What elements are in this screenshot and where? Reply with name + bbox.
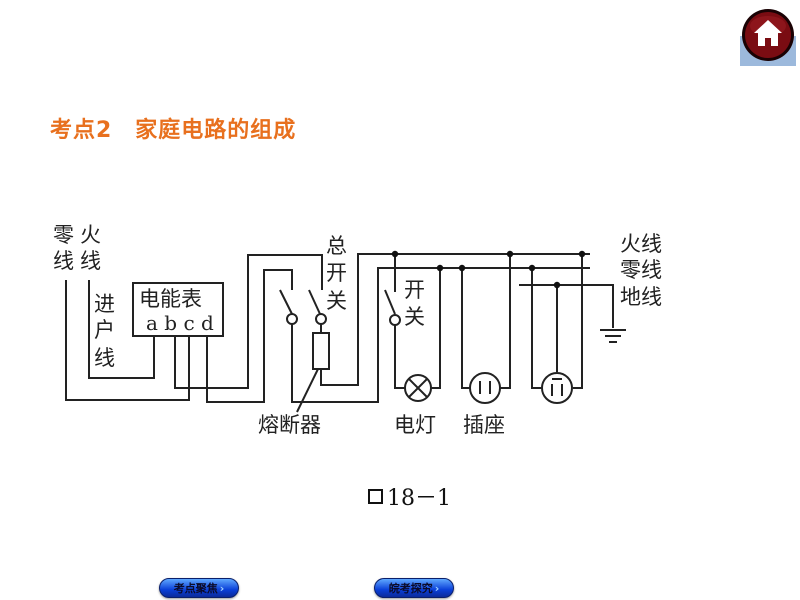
label-meter-terminals: a b c d: [146, 311, 214, 335]
nav-button-explore-label: 皖考探究: [388, 582, 433, 595]
junction-dots: [391, 250, 586, 289]
main-switch-blade-1: [279, 289, 293, 315]
label-lamp: 电灯: [394, 413, 436, 437]
nav-button-explore[interactable]: 皖考探究 ›: [374, 578, 454, 598]
label-live-in-1: 火: [80, 223, 101, 247]
main-switch-contact-1: [286, 313, 298, 325]
label-earth-wire: 地线: [620, 285, 662, 309]
live-service-wire: [88, 280, 155, 379]
lamp-symbol: [404, 374, 432, 402]
label-switch-1: 开: [404, 278, 425, 302]
label-main-switch-1: 总: [326, 234, 347, 258]
lamp-switch-contact: [389, 314, 401, 326]
label-service-1: 进: [94, 292, 115, 316]
label-socket: 插座: [463, 413, 505, 437]
label-switch-2: 关: [404, 305, 425, 329]
main-switch-blade-2: [308, 289, 321, 315]
missing-glyph-box: [368, 488, 383, 504]
label-neutral-in-2: 线: [53, 249, 74, 273]
figure-caption: 18－1: [368, 480, 451, 512]
home-button[interactable]: [740, 6, 796, 66]
label-neutral-in-1: 零: [53, 223, 74, 247]
wires: [65, 253, 626, 413]
label-live-wire: 火线: [620, 232, 662, 256]
label-neutral-wire: 零线: [620, 258, 662, 282]
home-icon: [740, 9, 796, 66]
label-service-2: 户: [94, 318, 115, 342]
section-title: 考点2 家庭电路的组成: [50, 118, 297, 143]
neutral-service-wire: [65, 280, 190, 401]
label-main-switch-2: 开: [326, 261, 347, 285]
lamp-switch-blade: [384, 289, 396, 315]
label-meter: 电能表: [139, 287, 202, 311]
two-pin-socket: [469, 372, 501, 404]
meter-box: [132, 282, 224, 337]
circuit-diagram: 零 线 火 线 进 户 线 电能表 a b c d 总 开 关 开 关 熔断器 …: [53, 223, 662, 437]
chevron-right-icon: ›: [434, 581, 440, 595]
label-service-3: 线: [94, 346, 115, 370]
main-switch-contact-2: [315, 313, 327, 325]
three-pin-socket: [541, 372, 573, 404]
figure-number: 18－1: [387, 486, 451, 511]
nav-button-focus[interactable]: 考点聚焦 ›: [159, 578, 239, 598]
chevron-right-icon: ›: [219, 581, 225, 595]
label-main-switch-3: 关: [326, 289, 347, 313]
label-live-in-2: 线: [80, 249, 101, 273]
label-fuse: 熔断器: [258, 413, 321, 437]
nav-button-focus-label: 考点聚焦: [173, 582, 218, 595]
fuse: [312, 332, 330, 370]
